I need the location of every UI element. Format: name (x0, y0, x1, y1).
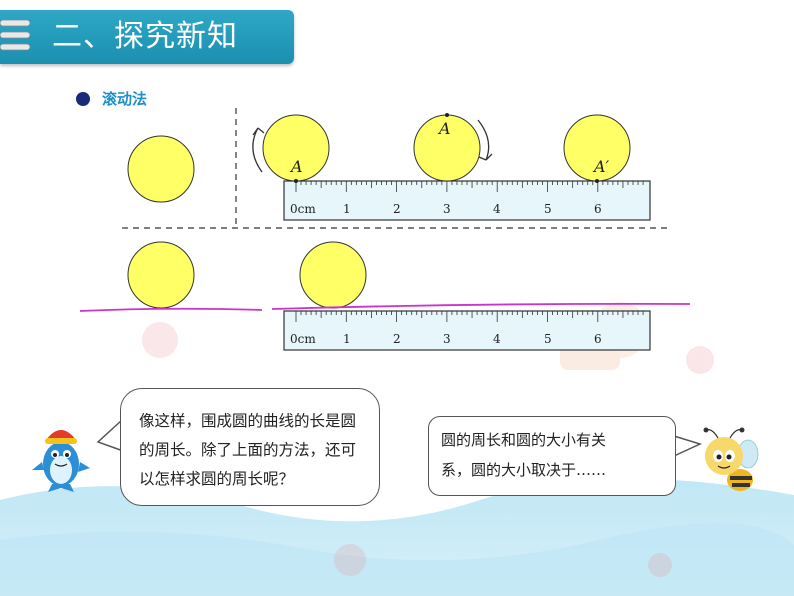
circle-wound-bottom (299, 241, 367, 309)
bottom-ruler-label: 6 (594, 332, 602, 346)
top-ruler-label: 4 (493, 202, 501, 216)
rotation-arrow-left (252, 127, 263, 173)
point-label-end: A′ (592, 157, 610, 176)
dolphin-mascot-icon (32, 430, 90, 492)
top-ruler-label: 1 (343, 202, 351, 216)
bubble-left-line: 以怎样求圆的周长呢？ (139, 470, 295, 488)
bottom-ruler-label: 1 (343, 332, 351, 346)
circle-standalone-top (127, 135, 195, 203)
point-a-top (445, 113, 449, 117)
point-label-start: A (289, 157, 303, 176)
top-ruler-label: 6 (594, 202, 602, 216)
circle-standalone-bottom (127, 241, 195, 309)
bubble-right-tail (673, 435, 703, 457)
bullet-dot-icon (76, 92, 90, 106)
bubble-left-tail (96, 419, 127, 453)
bubble-right-line: 圆的周长和圆的大小有关 (441, 431, 607, 449)
bee-mascot-icon (703, 427, 759, 491)
bottom-ruler-label: 5 (544, 332, 552, 346)
bottom-ruler-label: 0cm (290, 332, 316, 346)
page-title: 二、探究新知 (52, 19, 238, 54)
point-a-end (595, 179, 599, 183)
rotation-arrow-right (477, 119, 490, 161)
bubble-left-line: 的周长。除了上面的方法，还可 (139, 441, 357, 459)
magenta-line-left (79, 307, 263, 312)
bubble-right-line: 系，圆的大小取决于…… (441, 461, 607, 479)
top-ruler-labels: 0cm 1 2 3 4 5 6 (290, 202, 602, 216)
bubble-left-line: 像这样，围成圆的曲线的长是圆 (139, 412, 357, 430)
top-ruler-label: 2 (393, 202, 401, 216)
title-bar: 二、探究新知 (0, 10, 294, 64)
point-label-top: A (437, 119, 451, 138)
bottom-ruler-label: 3 (443, 332, 451, 346)
magenta-line-right (271, 302, 691, 310)
speech-bubble-right: 圆的周长和圆的大小有关 系，圆的大小取决于…… (428, 416, 676, 496)
bottom-ruler-labels: 0cm 1 2 3 4 5 6 (290, 332, 602, 346)
top-ruler-label: 5 (544, 202, 552, 216)
section-label: 滚动法 (102, 90, 148, 108)
bottom-ruler: 0cm 1 2 3 4 5 6 (283, 310, 651, 351)
speech-bubble-left: 像这样，围成圆的曲线的长是圆 的周长。除了上面的方法，还可 以怎样求圆的周长呢？ (120, 388, 380, 506)
top-ruler-label: 3 (443, 202, 451, 216)
top-ruler: 0cm 1 2 3 4 5 6 (283, 180, 651, 221)
top-ruler-label: 0cm (290, 202, 316, 216)
point-a-start (294, 179, 298, 183)
bottom-ruler-label: 2 (393, 332, 401, 346)
bottom-ruler-label: 4 (493, 332, 501, 346)
binder-rings-icon (0, 19, 31, 51)
